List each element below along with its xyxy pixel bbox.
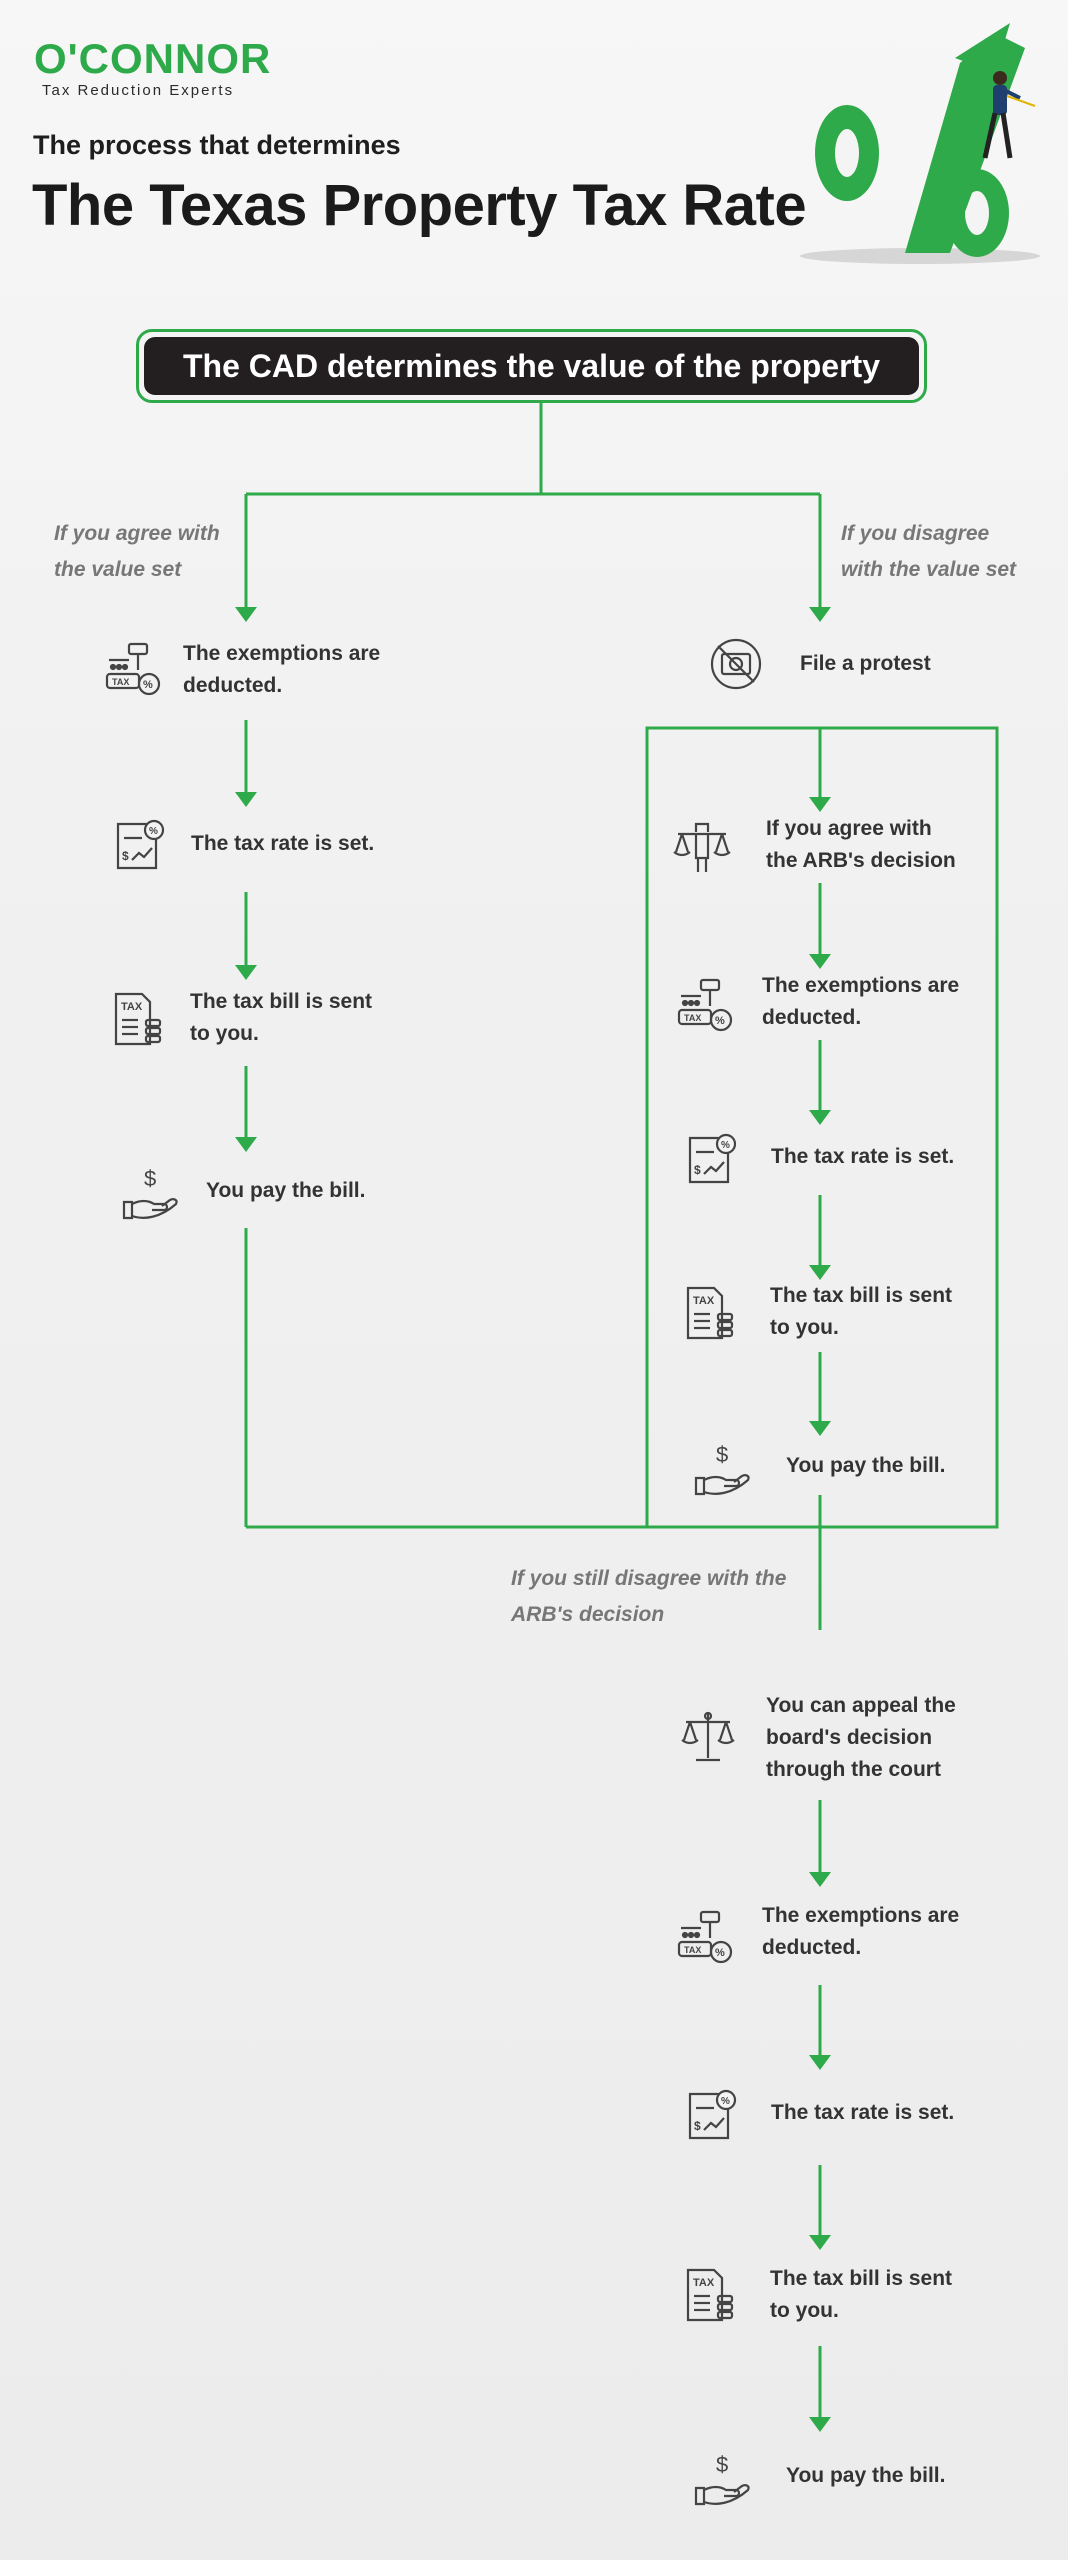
step-text: to you. [770,2299,839,2322]
tax-bill-icon [114,992,162,1046]
cad-value-box: The CAD determines the value of the prop… [136,329,927,403]
step-text: The exemptions are [183,642,381,665]
left-step-rate: The tax rate is set. [191,828,374,860]
condition-line: with the value set [841,558,1017,581]
step-text: The tax bill is sent [770,2267,953,2290]
hand-dollar-icon [122,1164,178,1220]
left-step-bill: The tax bill is sent to you. [190,986,372,1050]
step-text: board's decision [766,1726,933,1749]
arb-step-pay: You pay the bill. [786,1450,945,1482]
arb-step-agree: If you agree with the ARB's decision [766,813,956,877]
page-title: The Texas Property Tax Rate [32,173,807,238]
tax-rate-document-icon [688,1133,737,1184]
arb-step-bill: The tax bill is sent to you. [770,1280,952,1344]
condition-disagree-value: If you disagree with the value set [841,516,1016,588]
tax-bill-icon [686,2268,734,2322]
step-text: If you agree with [766,817,932,840]
arb-step-rate: The tax rate is set. [771,1141,954,1173]
step-text: The tax bill is sent [190,990,373,1013]
step-text: The exemptions are [762,1904,960,1927]
condition-line: the value set [54,558,182,581]
scales-icon [680,1711,736,1762]
step-text: to you. [770,1316,839,1339]
condition-line: If you agree with [54,522,220,545]
hand-dollar-icon [694,2450,750,2506]
step-text: You pay the bill. [786,1454,946,1477]
condition-line: If you still disagree with the [511,1567,787,1590]
hand-dollar-icon [694,1440,750,1496]
tax-rate-document-icon [116,819,165,870]
no-money-icon [710,638,762,690]
step-text: You pay the bill. [206,1179,366,1202]
step-text: deducted. [762,1006,862,1029]
step-text: the ARB's decision [766,849,956,872]
appeal-step-pay: You pay the bill. [786,2460,945,2492]
condition-line: If you disagree [841,522,990,545]
condition-line: ARB's decision [511,1603,665,1626]
percent-climber-illustration [800,23,1040,264]
cad-value-text: The CAD determines the value of the prop… [144,337,919,395]
appeal-step-bill: The tax bill is sent to you. [770,2263,952,2327]
step-text: to you. [190,1022,259,1045]
tax-rate-document-icon [688,2089,737,2140]
logo-tagline: Tax Reduction Experts [42,82,235,99]
step-text: The tax rate is set. [771,1145,955,1168]
step-text: The tax bill is sent [770,1284,953,1307]
file-protest-label: File a protest [800,652,931,675]
step-text: You pay the bill. [786,2464,946,2487]
gavel-tax-icon [105,642,161,696]
appeal-step-exemptions: The exemptions are deducted. [762,1900,959,1964]
step-text: deducted. [762,1936,862,1959]
page-subtitle: The process that determines [33,130,401,160]
step-text: through the court [766,1758,941,1781]
gavel-tax-icon [677,978,733,1032]
step-text: deducted. [183,674,283,697]
step-text: The tax rate is set. [771,2101,955,2124]
left-step-exemptions: The exemptions are deducted. [183,638,380,702]
scales-hand-icon [672,822,732,874]
condition-agree-value: If you agree with the value set [54,516,220,588]
left-step-pay: You pay the bill. [206,1175,365,1207]
arb-step-exemptions: The exemptions are deducted. [762,970,959,1034]
logo-wordmark: O'CONNOR [34,35,272,82]
appeal-step-rate: The tax rate is set. [771,2097,954,2129]
appeal-step-court: You can appeal the board's decision thro… [766,1690,956,1786]
step-text: The exemptions are [762,974,960,997]
condition-still-disagree: If you still disagree with the ARB's dec… [511,1561,786,1633]
tax-bill-icon [686,1286,734,1340]
step-text: The tax rate is set. [191,832,375,855]
step-text: You can appeal the [766,1694,956,1717]
gavel-tax-icon [677,1910,733,1964]
